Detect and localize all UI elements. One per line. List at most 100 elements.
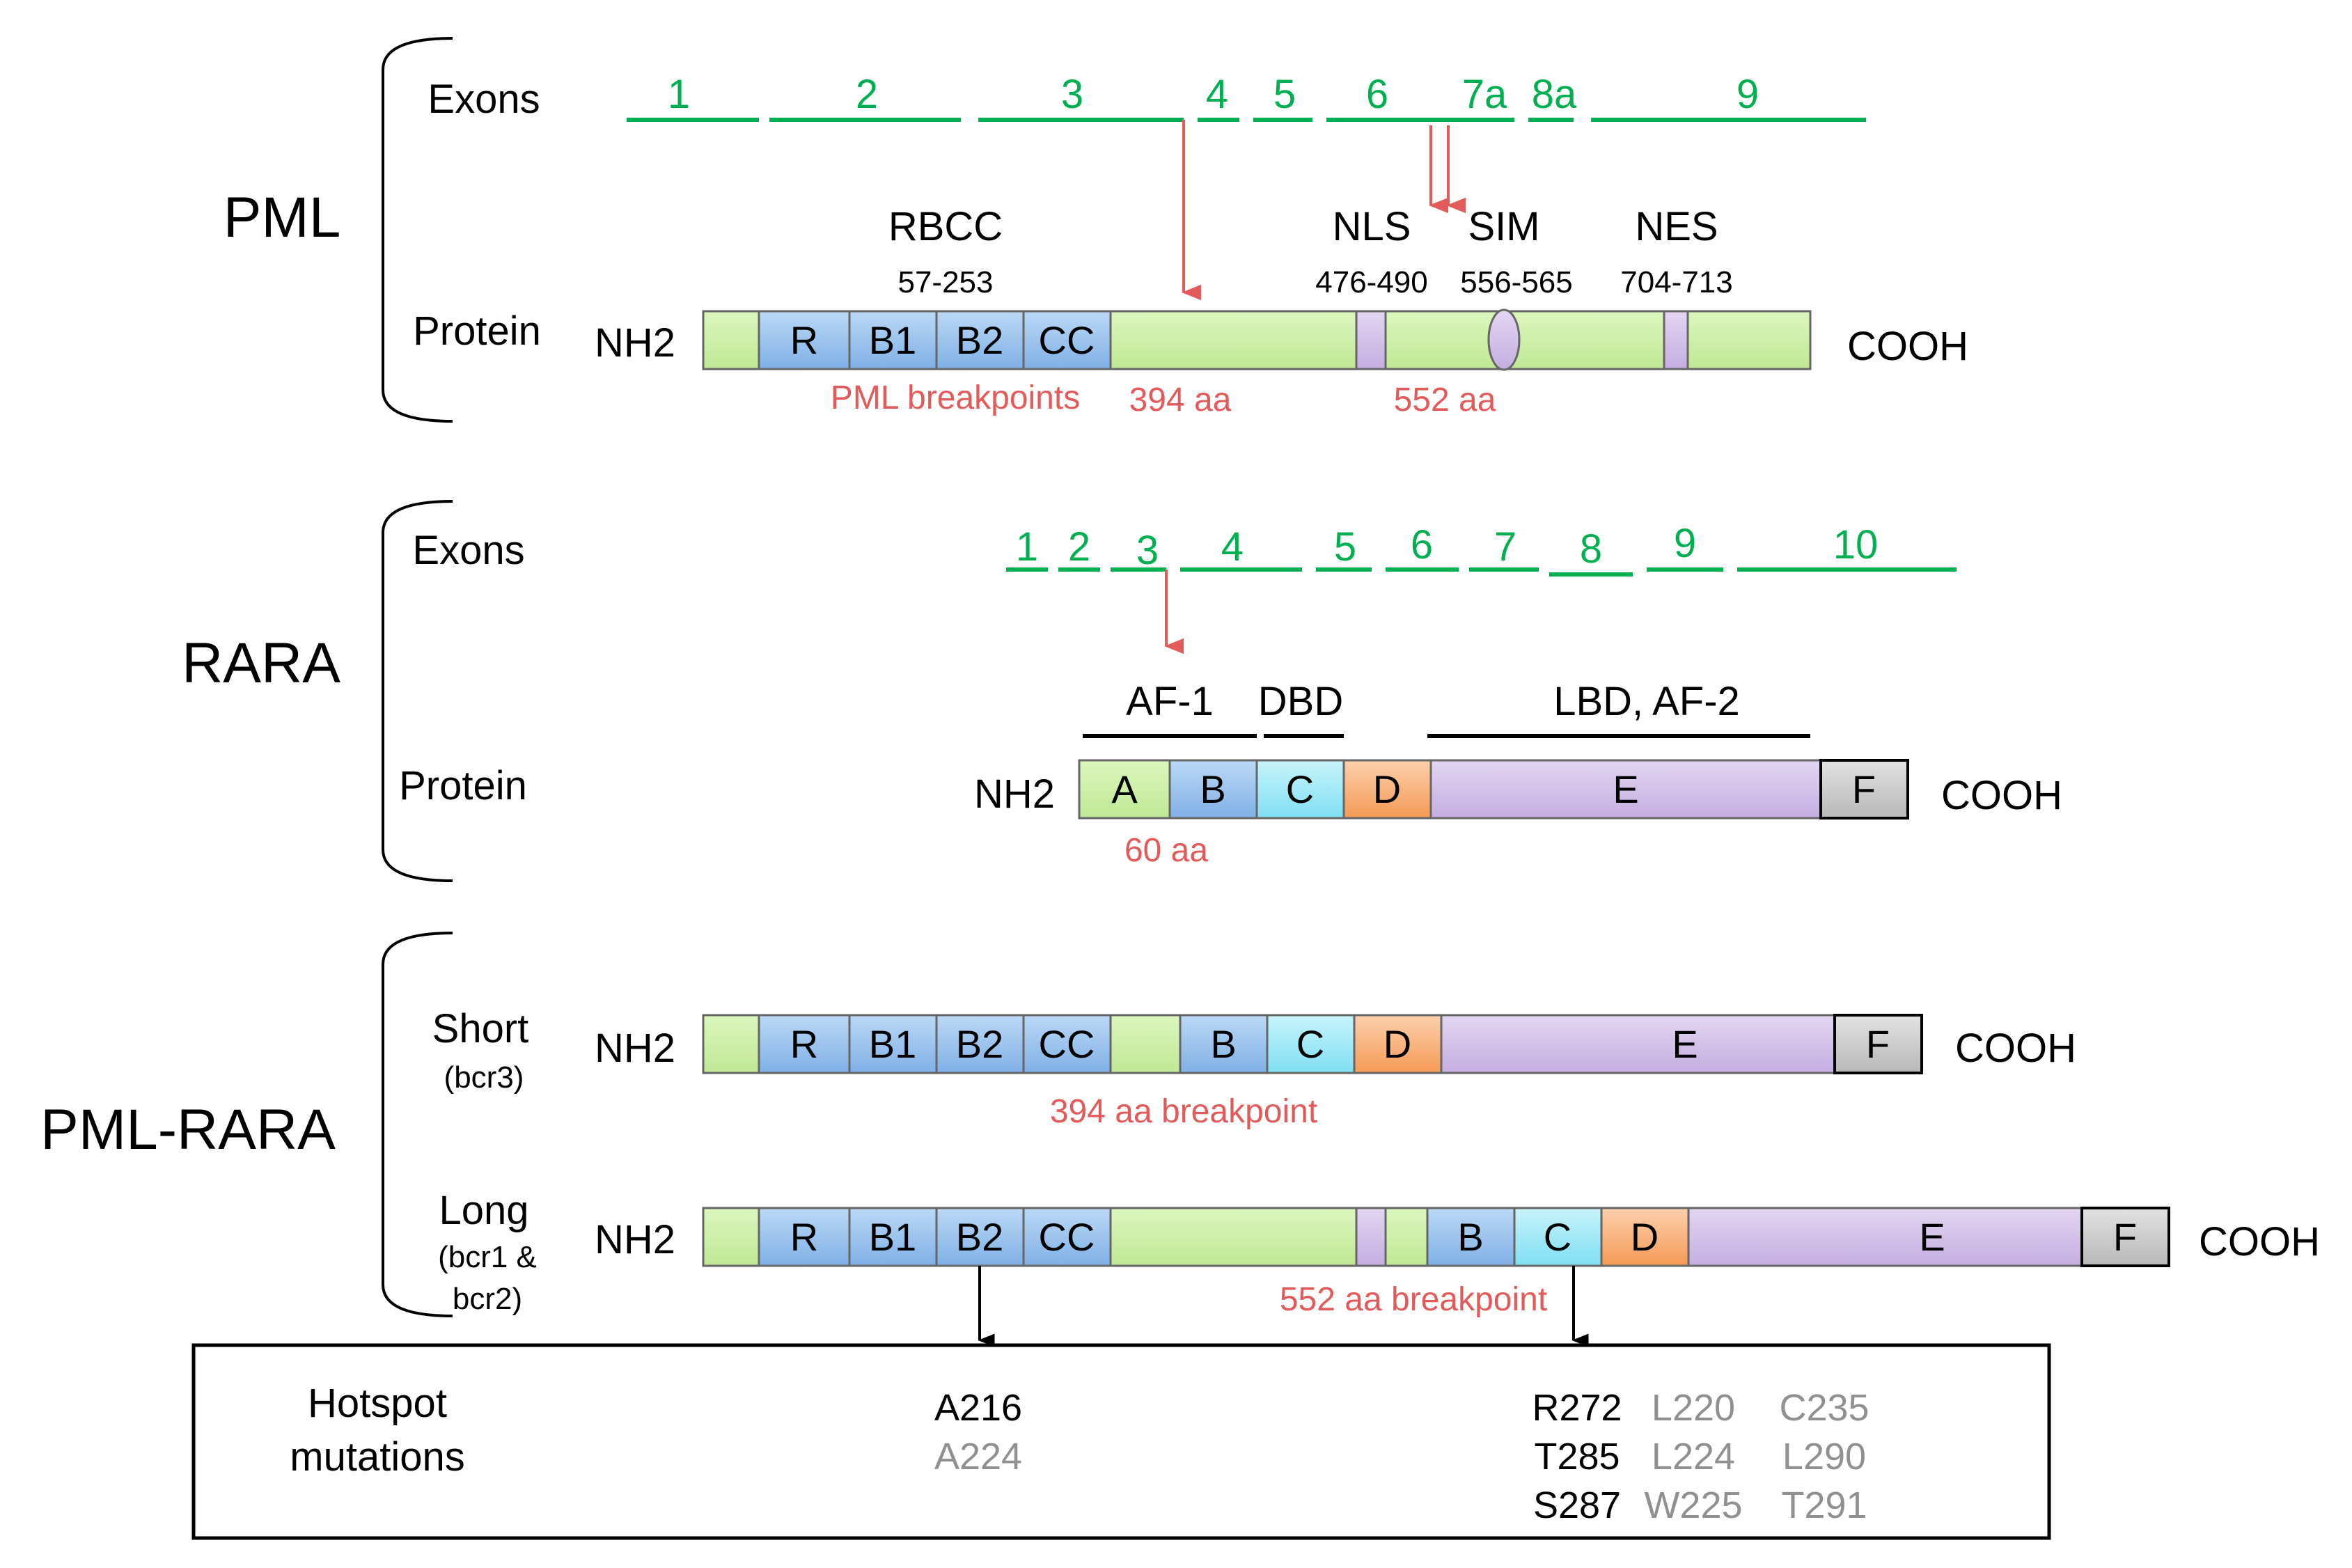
pml-breakpoints-label: PML breakpoints xyxy=(831,379,1080,416)
short-segment-cc xyxy=(1022,1014,1112,1074)
long-segment-c-label: C xyxy=(1544,1215,1571,1259)
hotspot-c-mutation-1: R272 xyxy=(1532,1387,1622,1429)
pml-exon-3: 3 xyxy=(1061,72,1083,117)
hotspot-b2-mutation-2: A224 xyxy=(934,1436,1022,1477)
hotspot-c-mutation-2: T285 xyxy=(1534,1436,1620,1477)
long-segment-e xyxy=(1687,1207,2083,1267)
short-segment-b1-label: B1 xyxy=(869,1022,917,1066)
pml-nls-box xyxy=(1355,310,1387,370)
hotspot-b2-mutation-1: A216 xyxy=(934,1387,1022,1429)
rara-brace xyxy=(382,500,453,882)
pml-bp-394: 394 aa xyxy=(1129,382,1232,418)
long-segment-b-label: B xyxy=(1457,1215,1483,1259)
pml-protein-bar: NH2 R B1 B2 CC COOH xyxy=(595,308,1968,371)
hotspot-title-line2: mutations xyxy=(290,1434,464,1480)
pml-exon-map: 1 2 3 4 5 6 7a 8a 9 xyxy=(627,72,1866,122)
pml-nes-box xyxy=(1663,310,1689,370)
rara-segment-e xyxy=(1429,759,1822,820)
fusion-brace xyxy=(382,932,453,1317)
rara-segment-d-label: D xyxy=(1373,767,1401,811)
long-sublabel-2: bcr2) xyxy=(453,1282,522,1316)
rara-segment-b-label: B xyxy=(1200,767,1225,811)
hotspot-c-mutation-7: C235 xyxy=(1779,1387,1869,1429)
short-segment-cc-label: CC xyxy=(1039,1022,1095,1066)
pml-exon-7a: 7a xyxy=(1462,72,1507,117)
long-segment-c xyxy=(1513,1207,1603,1267)
long-segment-cc xyxy=(1022,1207,1112,1267)
pml-protein-label: Protein xyxy=(413,308,541,354)
long-nls-box xyxy=(1355,1207,1387,1267)
short-segment-r-label: R xyxy=(790,1022,818,1066)
short-segment-b2 xyxy=(935,1014,1025,1074)
short-segment-c-label: C xyxy=(1296,1022,1324,1066)
short-segment-f-label: F xyxy=(1866,1022,1890,1066)
short-segment-e-label: E xyxy=(1672,1022,1698,1066)
short-isoform-bar: NH2 R B1 B2 CC B C D E F COOH xyxy=(595,1014,2076,1074)
long-segment-d-label: D xyxy=(1631,1215,1659,1259)
long-breakpoint-label: 552 aa breakpoint xyxy=(1280,1281,1547,1318)
rara-segment-a xyxy=(1078,759,1171,820)
rara-exon-3: 3 xyxy=(1136,528,1159,573)
pml-cooh: COOH xyxy=(1847,324,1968,369)
short-label: Short xyxy=(432,1006,529,1051)
long-nh2: NH2 xyxy=(595,1217,675,1262)
pml-nes-range: 704-713 xyxy=(1620,265,1732,299)
short-segment-e xyxy=(1440,1014,1836,1074)
short-segment-d-label: D xyxy=(1383,1022,1411,1066)
pml-segment-cc-label: CC xyxy=(1039,318,1095,362)
rara-exon-7: 7 xyxy=(1494,524,1516,570)
rara-exon-map: 1 2 3 4 5 6 7 8 9 10 xyxy=(1006,521,1957,577)
pml-sim-label: SIM xyxy=(1468,204,1539,249)
short-nh2: NH2 xyxy=(595,1026,675,1071)
rara-protein-bar: NH2 A B C D E F COOH xyxy=(974,759,2062,820)
pml-brace xyxy=(382,37,453,423)
pml-exon-1: 1 xyxy=(668,72,690,117)
rara-exon-6: 6 xyxy=(1411,522,1433,567)
short-segment-b1 xyxy=(848,1014,938,1074)
pml-exon-4: 4 xyxy=(1206,72,1228,117)
pml-exon-9: 9 xyxy=(1736,72,1759,117)
rara-bp-60: 60 aa xyxy=(1124,832,1208,869)
pml-exon-5: 5 xyxy=(1273,72,1296,117)
pml-segment-cc xyxy=(1022,310,1112,370)
pml-exon-2: 2 xyxy=(856,72,878,117)
rara-exons-label: Exons xyxy=(412,528,524,573)
rara-cooh: COOH xyxy=(1941,773,2062,818)
long-segment-b2-label: B2 xyxy=(956,1215,1004,1259)
short-breakpoint-label: 394 aa breakpoint xyxy=(1050,1093,1317,1130)
long-segment-b1-label: B1 xyxy=(869,1215,917,1259)
pml-sim-range: 556-565 xyxy=(1460,265,1572,299)
section-label-pml: PML xyxy=(224,186,341,249)
long-segment-e-label: E xyxy=(1919,1215,1945,1259)
rara-exon-8: 8 xyxy=(1580,526,1602,572)
hotspot-c-mutation-6: W225 xyxy=(1644,1484,1742,1526)
short-segment-f xyxy=(1833,1014,1923,1074)
hotspot-frame xyxy=(191,1343,2051,1540)
rara-segment-a-label: A xyxy=(1111,767,1138,811)
pml-exons-label: Exons xyxy=(428,77,540,122)
rara-exon-9: 9 xyxy=(1674,521,1696,566)
pml-nes-label: NES xyxy=(1635,204,1718,249)
pml-sim-ellipse xyxy=(1487,308,1521,371)
short-segment-b-label: B xyxy=(1210,1022,1236,1066)
long-segment-r-label: R xyxy=(790,1215,818,1259)
short-segment-c xyxy=(1266,1014,1356,1074)
pml-nls-label: NLS xyxy=(1333,204,1411,249)
rara-exon-5: 5 xyxy=(1334,524,1356,570)
short-cooh: COOH xyxy=(1955,1026,2076,1071)
hotspot-c-mutation-9: T291 xyxy=(1781,1484,1867,1526)
long-sublabel-1: (bcr1 & xyxy=(438,1240,537,1274)
hotspot-title-line1: Hotspot xyxy=(308,1381,447,1426)
section-label-rara: RARA xyxy=(182,632,340,695)
rara-exon-10: 10 xyxy=(1833,522,1879,567)
rara-exon-2: 2 xyxy=(1068,524,1090,570)
pml-exon-8a: 8a xyxy=(1532,72,1577,117)
hotspot-c-mutation-4: L220 xyxy=(1652,1387,1735,1429)
rara-af1-label: AF-1 xyxy=(1126,679,1214,724)
hotspot-c-mutation-5: L224 xyxy=(1652,1436,1735,1477)
hotspot-c-mutation-3: S287 xyxy=(1533,1484,1621,1526)
pml-bp-552: 552 aa xyxy=(1394,382,1496,418)
pml-segment-r-label: R xyxy=(790,318,818,362)
rara-exon-4: 4 xyxy=(1221,524,1244,570)
